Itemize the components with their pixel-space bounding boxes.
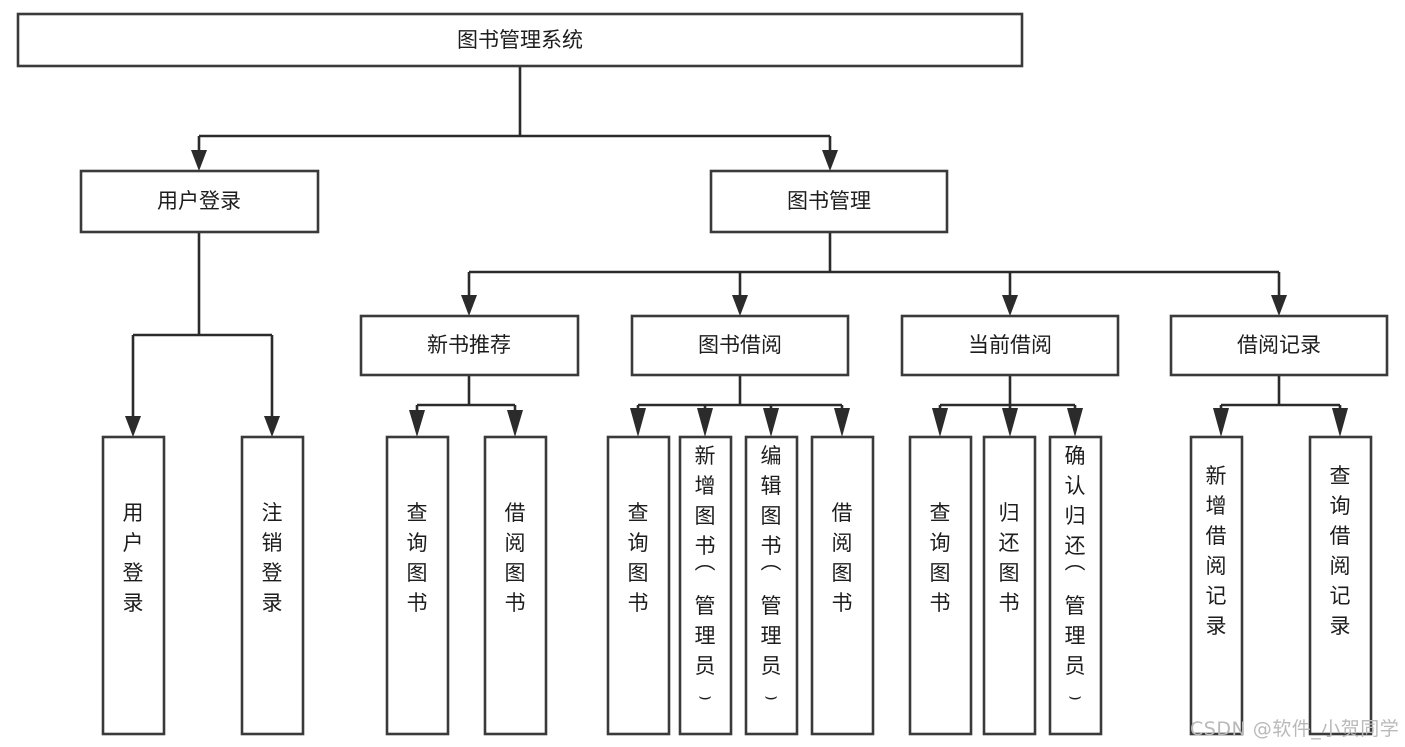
connector-group-root bbox=[191, 66, 838, 171]
node-login-box[interactable] bbox=[79, 169, 320, 234]
node-leaf-borrow-add-label: 新增图书⌒管理员⌣ bbox=[695, 444, 716, 708]
node-leaf-borrow-lend-box[interactable] bbox=[810, 435, 875, 736]
arrow-head-borrow-lend bbox=[834, 408, 850, 437]
node-leaf-cur-confirm[interactable]: 确认归还⌒管理员⌣ bbox=[1048, 435, 1103, 736]
node-borrow[interactable]: 图书借阅 bbox=[630, 314, 850, 377]
node-leaf-user-logout-label: 注销登录 bbox=[262, 501, 283, 615]
node-leaf-user-login-box[interactable] bbox=[101, 435, 166, 736]
node-root[interactable]: 图书管理系统 bbox=[16, 12, 1024, 68]
node-login-label: 用户登录 bbox=[157, 189, 241, 213]
node-bookmgmt[interactable]: 图书管理 bbox=[709, 169, 949, 234]
arrow-head-borrow-add bbox=[697, 408, 713, 437]
node-leaf-rec-add-label: 新增借阅记录 bbox=[1206, 464, 1227, 638]
connector-group-bookmgmt bbox=[461, 232, 1287, 316]
node-leaf-user-login-label: 用户登录 bbox=[123, 501, 144, 615]
node-borrow-label: 图书借阅 bbox=[698, 333, 782, 357]
node-current-label: 当前借阅 bbox=[968, 333, 1052, 357]
node-leaf-cur-confirm-label: 确认归还⌒管理员⌣ bbox=[1065, 444, 1086, 708]
node-leaf-borrow-query-label: 查询图书 bbox=[628, 501, 649, 615]
node-leaf-user-logout-box[interactable] bbox=[240, 435, 305, 736]
node-records-box[interactable] bbox=[1169, 314, 1389, 377]
connector-group-newbook bbox=[409, 375, 523, 437]
node-leaf-cur-return[interactable]: 归还图书 bbox=[982, 435, 1037, 736]
node-leaf-new-borrow-box[interactable] bbox=[483, 435, 548, 736]
node-newbook-label: 新书推荐 bbox=[427, 333, 511, 357]
connector-group-records bbox=[1213, 375, 1348, 437]
node-leaf-cur-return-label: 归还图书 bbox=[999, 501, 1020, 615]
arrow-head-cur-query bbox=[932, 408, 948, 437]
node-leaf-new-query-label: 查询图书 bbox=[407, 501, 428, 615]
node-leaf-borrow-edit-label: 编辑图书⌒管理员⌣ bbox=[761, 444, 782, 708]
node-leaf-cur-confirm-box[interactable] bbox=[1048, 435, 1103, 736]
node-leaf-borrow-lend[interactable]: 借阅图书 bbox=[810, 435, 875, 736]
arrow-head-records bbox=[1271, 295, 1287, 316]
node-leaf-borrow-edit[interactable]: 编辑图书⌒管理员⌣ bbox=[744, 435, 799, 736]
arrow-head-borrow bbox=[732, 295, 748, 316]
node-leaf-rec-query-label: 查询借阅记录 bbox=[1330, 464, 1351, 638]
node-leaf-borrow-edit-box[interactable] bbox=[744, 435, 799, 736]
node-newbook[interactable]: 新书推荐 bbox=[359, 314, 580, 377]
node-current-box[interactable] bbox=[900, 314, 1120, 377]
node-leaf-cur-query-box[interactable] bbox=[908, 435, 973, 736]
node-leaf-cur-return-box[interactable] bbox=[982, 435, 1037, 736]
connector-group-borrow bbox=[630, 375, 850, 437]
node-records-label: 借阅记录 bbox=[1237, 333, 1321, 357]
node-leaf-borrow-lend-label: 借阅图书 bbox=[832, 501, 853, 615]
arrow-head-new-query bbox=[409, 410, 425, 437]
node-leaf-rec-query[interactable]: 查询借阅记录 bbox=[1308, 435, 1373, 736]
arrow-head-borrow-edit bbox=[763, 408, 779, 437]
node-bookmgmt-label: 图书管理 bbox=[787, 189, 871, 213]
arrow-head-cur-confirm bbox=[1067, 408, 1083, 437]
node-leaf-borrow-add[interactable]: 新增图书⌒管理员⌣ bbox=[678, 435, 733, 736]
node-borrow-box[interactable] bbox=[630, 314, 850, 377]
node-leaf-borrow-query[interactable]: 查询图书 bbox=[606, 435, 671, 736]
arrow-head-current bbox=[1002, 295, 1018, 316]
arrow-head-user-login bbox=[125, 416, 141, 437]
node-leaf-new-borrow-label: 借阅图书 bbox=[505, 501, 526, 615]
arrow-head-bookmgmt bbox=[822, 150, 838, 171]
arrow-head-newbook bbox=[461, 295, 477, 316]
node-records[interactable]: 借阅记录 bbox=[1169, 314, 1389, 377]
node-current[interactable]: 当前借阅 bbox=[900, 314, 1120, 377]
node-leaf-cur-query[interactable]: 查询图书 bbox=[908, 435, 973, 736]
connector-group-login bbox=[125, 232, 280, 437]
connector-group-current bbox=[932, 375, 1083, 437]
node-leaf-rec-add[interactable]: 新增借阅记录 bbox=[1189, 435, 1244, 736]
node-root-box[interactable] bbox=[16, 12, 1024, 68]
node-leaf-user-login[interactable]: 用户登录 bbox=[101, 435, 166, 736]
node-leaf-borrow-add-box[interactable] bbox=[678, 435, 733, 736]
node-leaf-new-query-box[interactable] bbox=[385, 435, 450, 736]
node-bookmgmt-box[interactable] bbox=[709, 169, 949, 234]
node-leaf-rec-query-box[interactable] bbox=[1308, 435, 1373, 736]
node-leaf-new-query[interactable]: 查询图书 bbox=[385, 435, 450, 736]
arrow-head-new-borrow bbox=[507, 410, 523, 437]
node-leaf-user-logout[interactable]: 注销登录 bbox=[240, 435, 305, 736]
node-leaf-new-borrow[interactable]: 借阅图书 bbox=[483, 435, 548, 736]
node-leaf-rec-add-box[interactable] bbox=[1189, 435, 1244, 736]
node-login[interactable]: 用户登录 bbox=[79, 169, 320, 234]
arrow-head-borrow-query bbox=[630, 408, 646, 437]
node-leaf-borrow-query-box[interactable] bbox=[606, 435, 671, 736]
arrow-head-user-logout bbox=[264, 416, 280, 437]
arrow-head-rec-query bbox=[1332, 408, 1348, 437]
arrow-head-login bbox=[191, 150, 207, 171]
arrow-head-cur-return bbox=[1002, 408, 1018, 437]
node-leaf-cur-query-label: 查询图书 bbox=[930, 501, 951, 615]
node-root-label: 图书管理系统 bbox=[457, 28, 583, 52]
node-newbook-box[interactable] bbox=[359, 314, 580, 377]
arrow-head-rec-add bbox=[1213, 408, 1229, 437]
